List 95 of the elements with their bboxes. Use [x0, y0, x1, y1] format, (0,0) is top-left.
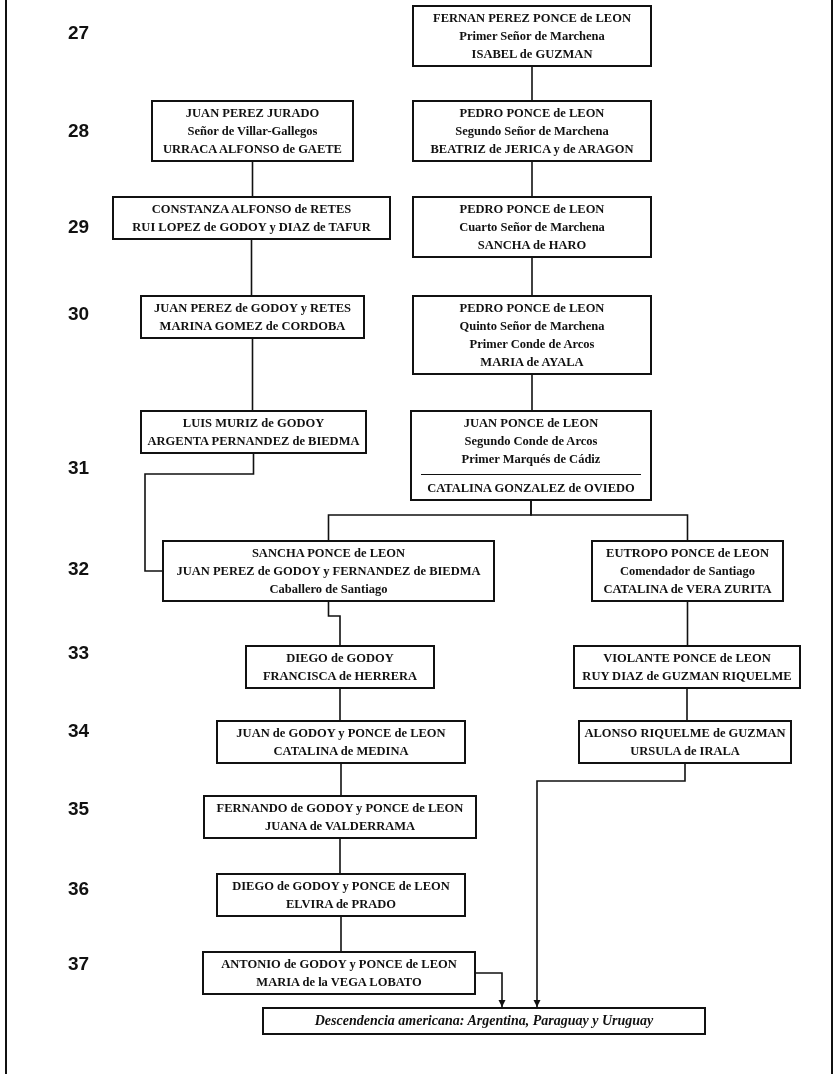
- generation-number: 32: [68, 558, 90, 580]
- connector-line: [251, 338, 254, 411]
- connector-line: [339, 838, 341, 874]
- detail-text: FRANCISCA de HERRERA: [261, 668, 419, 685]
- arrow: [475, 972, 506, 1008]
- detail-text: MARINA GOMEZ de CORDOBA: [158, 318, 347, 335]
- name-text: Descendencia americana: Argentina, Paraguay y Uruguay: [313, 1012, 655, 1030]
- person-box: [412, 295, 652, 375]
- name-text: PEDRO PONCE de LEON: [458, 300, 606, 317]
- detail-text: URSULA de IRALA: [629, 743, 741, 760]
- name-text: ANTONIO de GODOY y PONCE de LEON: [220, 956, 458, 973]
- person-box: [245, 645, 435, 689]
- connector-line: [327, 601, 341, 646]
- name-text: FERNAN PEREZ PONCE de LEON: [432, 10, 632, 27]
- detail-text: JUAN PEREZ de GODOY y FERNANDEZ de BIEDMA: [175, 563, 482, 580]
- connector-line: [531, 161, 533, 197]
- detail-text: CATALINA de VERA ZURITA: [602, 581, 773, 598]
- detail-text: SANCHA de HARO: [476, 237, 588, 254]
- name-text: ALONSO RIQUELME de GUZMAN: [583, 725, 787, 742]
- detail-text: RUY DIAZ de GUZMAN RIQUELME: [581, 668, 793, 685]
- person-box: [203, 795, 477, 839]
- person-box: [591, 540, 784, 602]
- detail-text: BEATRIZ de JERICA y de ARAGON: [429, 141, 635, 158]
- generation-number: 33: [68, 642, 90, 664]
- name-text: JUAN PONCE de LEON: [462, 415, 600, 432]
- detail-text: MARIA de la VEGA LOBATO: [255, 974, 423, 991]
- name-text: PEDRO PONCE de LEON: [458, 105, 606, 122]
- name-text: JUAN PEREZ de GODOY y RETES: [152, 300, 353, 317]
- connector-line: [686, 688, 688, 721]
- name-text: JUAN PEREZ JURADO: [184, 105, 321, 122]
- connector-line: [340, 763, 342, 796]
- connector-line: [531, 374, 533, 411]
- detail-text: URRACA ALFONSO de GAETE: [162, 141, 343, 158]
- person-box: [412, 5, 652, 67]
- person-box: [112, 196, 391, 240]
- person-box: [140, 295, 365, 339]
- person-box: [151, 100, 354, 162]
- detail-text: Comendador de Santiago: [618, 563, 757, 580]
- connector-line: [144, 453, 255, 572]
- detail-text: ELVIRA de PRADO: [285, 896, 397, 913]
- person-box: [410, 410, 652, 501]
- name-text: VIOLANTE PONCE de LEON: [602, 650, 772, 667]
- person-box: [412, 196, 652, 258]
- detail-text: Caballero de Santiago: [268, 581, 389, 598]
- detail-text: JUANA de VALDERRAMA: [263, 818, 417, 835]
- detail-text: Señor de Villar-Gallegos: [186, 123, 319, 140]
- connector-line: [250, 239, 253, 296]
- connector-line: [530, 500, 689, 541]
- connector-line: [531, 66, 533, 101]
- person-box: [140, 410, 367, 454]
- person-box: [216, 720, 466, 764]
- connector-line: [686, 601, 689, 646]
- person-box: [573, 645, 801, 689]
- generation-number: 27: [68, 22, 90, 44]
- person-box: [578, 720, 792, 764]
- detail-text: Primer Conde de Arcos: [468, 336, 596, 353]
- generation-number: 34: [68, 720, 90, 742]
- person-box: [412, 100, 652, 162]
- arrow: [533, 763, 686, 1008]
- name-text: EUTROPO PONCE de LEON: [605, 545, 770, 562]
- detail-text: Cuarto Señor de Marchena: [458, 219, 606, 236]
- connector-line: [531, 257, 533, 296]
- connector-line: [251, 161, 254, 197]
- detail-text: CATALINA de MEDINA: [272, 743, 410, 760]
- detail-text: ISABEL de GUZMAN: [470, 46, 594, 63]
- generation-number: 36: [68, 878, 90, 900]
- name-text: CONSTANZA ALFONSO de RETES: [150, 201, 353, 218]
- name-text: LUIS MURIZ de GODOY: [181, 415, 326, 432]
- detail-text: RUI LOPEZ de GODOY y DIAZ de TAFUR: [131, 219, 372, 236]
- name-text: PEDRO PONCE de LEON: [458, 201, 606, 218]
- generation-number: 35: [68, 798, 90, 820]
- detail-text: ARGENTA PERNANDEZ de BIEDMA: [146, 433, 361, 450]
- person-box: [216, 873, 466, 917]
- person-box: [202, 951, 476, 995]
- note-box: [262, 1007, 706, 1035]
- detail-text: Primer Señor de Marchena: [458, 28, 606, 45]
- detail-text: Segundo Conde de Arcos: [463, 433, 599, 450]
- generation-number: 29: [68, 216, 90, 238]
- name-text: FERNANDO de GODOY y PONCE de LEON: [215, 800, 465, 817]
- detail-text: Segundo Señor de Marchena: [454, 123, 610, 140]
- connector-line: [339, 688, 341, 721]
- generation-number: 28: [68, 120, 90, 142]
- detail-text: CATALINA GONZALEZ de OVIEDO: [421, 474, 641, 497]
- generation-number: 31: [68, 457, 90, 479]
- generation-number: 30: [68, 303, 90, 325]
- connector-line: [340, 916, 342, 952]
- name-text: DIEGO de GODOY y PONCE de LEON: [231, 878, 451, 895]
- name-text: JUAN de GODOY y PONCE de LEON: [235, 725, 447, 742]
- detail-text: Primer Marqués de Cádiz: [460, 451, 602, 468]
- person-box: [162, 540, 495, 602]
- name-text: DIEGO de GODOY: [285, 650, 395, 667]
- detail-text: Quinto Señor de Marchena: [458, 318, 606, 335]
- detail-text: MARIA de AYALA: [479, 354, 585, 371]
- generation-number: 37: [68, 953, 90, 975]
- name-text: SANCHA PONCE de LEON: [250, 545, 407, 562]
